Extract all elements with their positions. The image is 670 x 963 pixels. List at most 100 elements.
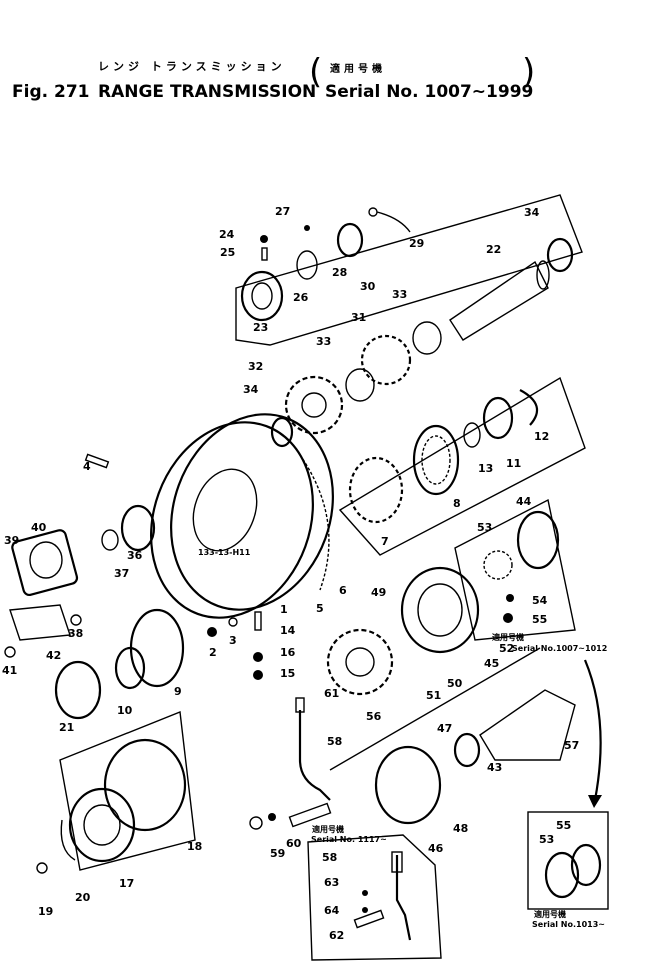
washer-3 [228,617,238,627]
cover-group-frame [59,711,196,871]
part-label-7: 7 [381,535,389,548]
serial-range: Serial No. 1007~1999 [325,82,534,102]
part-label-39: 39 [4,534,19,547]
part-label-33: 33 [316,335,331,348]
part-label-45: 45 [484,657,499,670]
ring-13 [463,422,481,448]
part-label-28: 28 [332,266,347,279]
washer-34 [546,237,574,273]
part-label-12: 12 [534,430,549,443]
part-label-3: 3 [229,634,237,647]
seal-9 [129,608,185,688]
bolt-2 [207,627,217,637]
part-label-23: 23 [253,321,268,334]
gasket-18 [103,738,187,832]
part-label-55: 55 [556,819,571,832]
bolt-15 [253,670,263,680]
bolt-59 [249,816,263,830]
part-label-30: 30 [360,280,376,293]
part-label-54: 54 [532,594,548,607]
bolt-41 [4,646,16,658]
part-label-49: 49 [371,586,386,599]
serial-note-jp: 適用号機 [312,824,344,834]
part-label-18: 18 [187,840,202,853]
nut-53-alt [544,851,580,899]
part-label-16: 16 [280,646,296,659]
part-label-61: 61 [324,687,339,700]
part-label-56: 56 [366,710,382,723]
part-label-8: 8 [453,497,461,510]
pipe-58-alt [395,855,412,941]
washer-60 [268,813,276,821]
part-label-53: 53 [539,833,554,846]
bearing-36 [120,504,156,552]
shim-48 [374,745,442,825]
bolt-30 [368,207,378,217]
snap-ring-12 [519,389,539,426]
bolt-38 [70,614,82,626]
part-label-58: 58 [322,851,337,864]
gear-31 [360,334,412,386]
pin-14 [254,611,262,631]
collar-28 [336,222,364,258]
bearing-8 [412,424,460,496]
open-paren: ( [309,52,323,92]
wire-20 [60,819,76,861]
cover-39 [11,529,79,597]
part-label-2: 2 [209,646,217,659]
later-serial-frame [307,834,442,961]
part-label-52: 52 [499,642,514,655]
gasket-6 [299,454,330,591]
gear-32 [284,375,344,435]
part-label-34: 34 [524,206,540,219]
wire-29 [376,211,411,233]
part-label-22: 22 [486,243,501,256]
part-label-1: 1 [280,603,288,616]
washer-64 [362,907,368,913]
part-label-25: 25 [220,246,235,259]
housing-1 [150,421,314,619]
pin-4 [84,453,110,469]
retainer-45 [400,566,480,654]
page-title: RANGE TRANSMISSION [98,82,317,102]
arrow-head [588,795,602,808]
part-label-64: 64 [324,904,340,917]
clamp-62 [353,909,385,929]
close-paren: ) [522,52,536,92]
cover-17 [68,787,136,863]
plate-42 [9,604,71,641]
part-label-13: 13 [478,462,493,475]
part-label-20: 20 [75,891,91,904]
part-label-6: 6 [339,584,347,597]
part-label-37: 37 [114,567,129,580]
part-label-21: 21 [59,721,74,734]
part-label-47: 47 [437,722,452,735]
japanese-title: レンジ トランスミッション [98,60,286,73]
arrow-curve [583,659,602,801]
part-label-27: 27 [275,205,290,218]
gear-56 [326,628,394,696]
part-label-58: 58 [327,735,342,748]
part-label-46: 46 [428,842,444,855]
bearing-23 [240,270,284,322]
serial-1013-frame [527,811,609,910]
part-label-26: 26 [293,291,309,304]
washer-54 [506,594,514,602]
part-label-43: 43 [487,761,502,774]
serial-note: Serial No. 1117~ [311,835,387,844]
gear-7 [348,456,404,524]
part-label-55: 55 [532,613,547,626]
fitting-61 [295,697,305,713]
part-label-53: 53 [477,521,492,534]
bearing-11 [482,396,514,440]
part-label-36: 36 [127,549,143,562]
part-label-17: 17 [119,877,134,890]
fitting-body [288,802,332,828]
part-label-51: 51 [426,689,441,702]
part-label-31: 31 [351,311,366,324]
part-label-38: 38 [68,627,83,640]
part-label-57: 57 [564,739,579,752]
figure-number: Fig. 271 [12,82,90,102]
part-label-4: 4 [83,460,91,473]
part-label-50: 50 [447,677,463,690]
